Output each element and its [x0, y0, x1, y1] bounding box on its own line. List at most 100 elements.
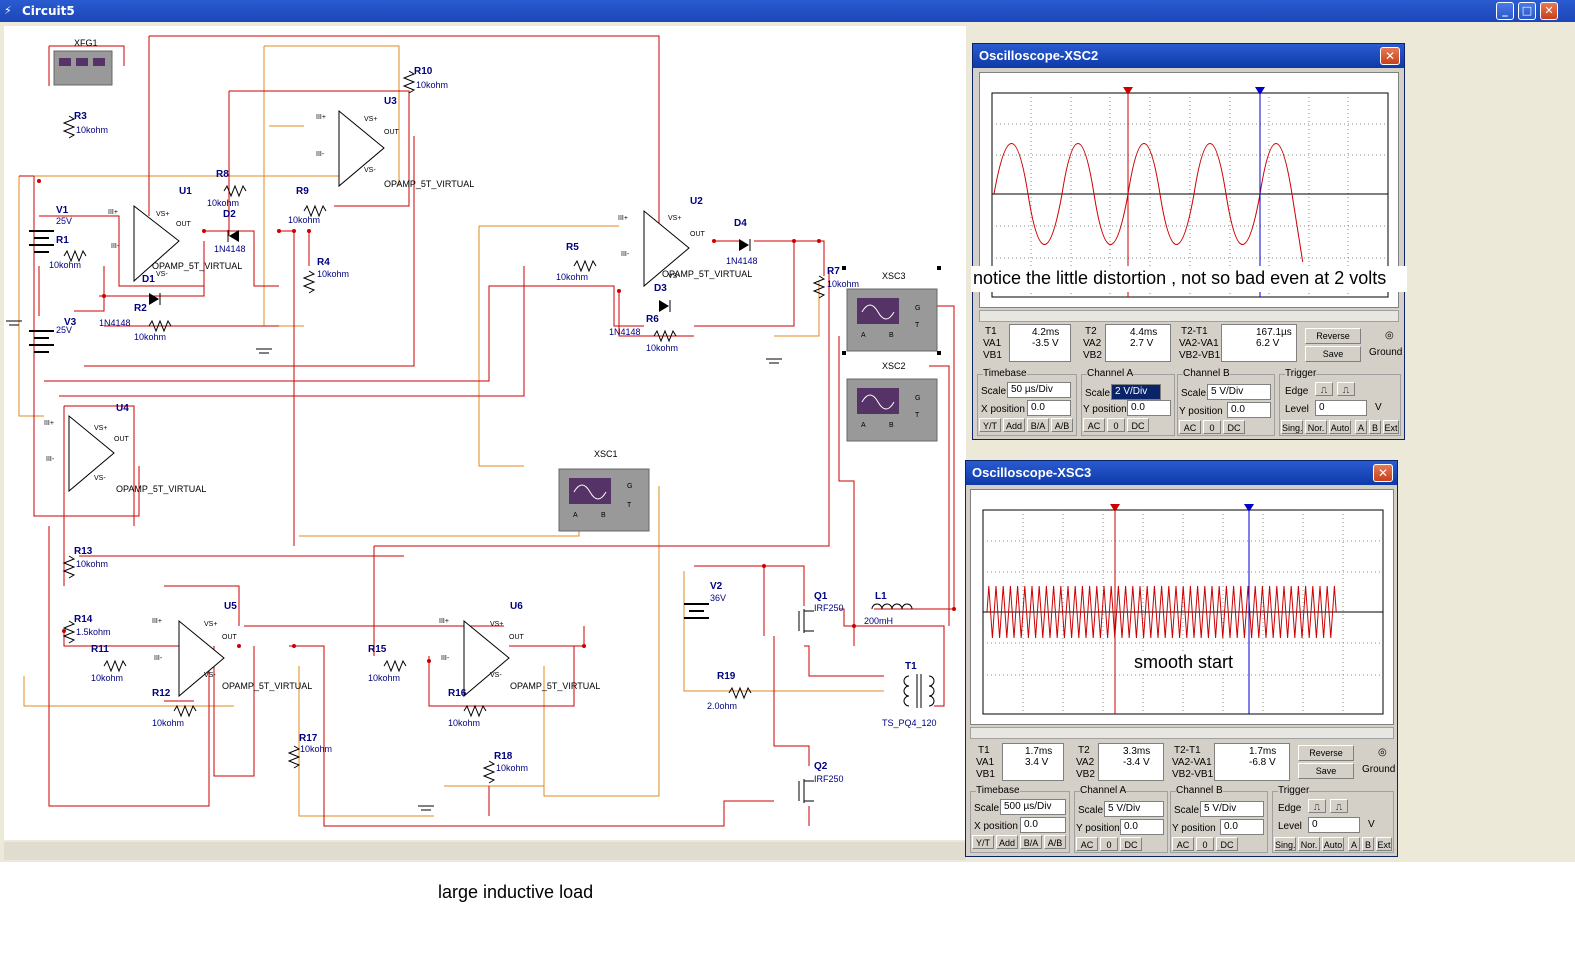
xsc2-timebase-scale-field[interactable]: 50 µs/Div: [1007, 382, 1071, 398]
xsc2-cha-ypos-field[interactable]: 0.0: [1127, 400, 1171, 416]
xsc2-trig-b-button[interactable]: B: [1369, 420, 1381, 434]
xsc3-timebase-scale-field[interactable]: 500 µs/Div: [1000, 799, 1066, 815]
xsc2-scrollbar[interactable]: [979, 310, 1399, 322]
xsc3-edge-label: Edge: [1278, 803, 1302, 814]
xsc2-level-unit: V: [1375, 402, 1382, 413]
horizontal-scrollbar[interactable]: [4, 842, 966, 860]
xsc2-yt-button[interactable]: Y/T: [979, 418, 1001, 432]
svg-text:OPAMP_5T_VIRTUAL: OPAMP_5T_VIRTUAL: [152, 261, 242, 271]
xsc2-ba-button[interactable]: B/A: [1027, 418, 1049, 432]
svg-text:OPAMP_5T_VIRTUAL: OPAMP_5T_VIRTUAL: [116, 484, 206, 494]
xsc3-trig-a-button[interactable]: A: [1348, 837, 1360, 851]
svg-text:10kohm: 10kohm: [207, 198, 239, 208]
xsc3-screen[interactable]: [970, 489, 1394, 725]
xsc2-cha-zero-button[interactable]: 0: [1107, 418, 1125, 432]
xsc2-cha-ac-button[interactable]: AC: [1083, 418, 1105, 432]
xsc2-save-button[interactable]: Save: [1305, 346, 1361, 362]
xsc3-cha-ac-button[interactable]: AC: [1076, 837, 1098, 851]
xsc3-cha-ypos-field[interactable]: 0.0: [1120, 819, 1164, 835]
xsc3-rising-edge-button[interactable]: ⎍: [1308, 799, 1326, 813]
xsc2-chb-zero-button[interactable]: 0: [1203, 420, 1221, 434]
xsc3-auto-button[interactable]: Auto: [1322, 837, 1344, 851]
svg-text:III-: III-: [316, 151, 325, 158]
svg-text:R10: R10: [414, 66, 433, 77]
close-button[interactable]: ✕: [1540, 2, 1558, 20]
xsc3-falling-edge-button[interactable]: ⎍: [1330, 799, 1348, 813]
oscilloscope-xsc2-window[interactable]: Oscilloscope-XSC2 ✕ T1 VA1 VB1 4.2ms-3.5…: [972, 43, 1405, 440]
xsc3-chb-zero-button[interactable]: 0: [1196, 837, 1214, 851]
xsc2-trig-a-button[interactable]: A: [1355, 420, 1367, 434]
svg-text:L1: L1: [875, 591, 887, 602]
xsc2-ab-button[interactable]: A/B: [1051, 418, 1073, 432]
xsc2-sing-button[interactable]: Sing.: [1281, 420, 1303, 434]
xsc2-timebase-label: Timebase: [983, 368, 1027, 379]
xsc3-ba-button[interactable]: B/A: [1020, 835, 1042, 849]
xsc2-chb-scale-field[interactable]: 5 V/Div: [1207, 384, 1271, 400]
xsc3-chb-ac-button[interactable]: AC: [1172, 837, 1194, 851]
xsc3-level-unit: V: [1368, 819, 1375, 830]
xsc3-scrollbar[interactable]: [970, 727, 1394, 739]
svg-text:VS+: VS+: [490, 621, 503, 628]
xsc2-vbdiff-label: VB2-VB1: [1179, 350, 1221, 361]
xsc2-level-field[interactable]: 0: [1315, 400, 1367, 416]
xsc3-sing-button[interactable]: Sing.: [1274, 837, 1296, 851]
xsc3-cha-dc-button[interactable]: DC: [1120, 837, 1142, 851]
schematic-canvas[interactable]: XFG1: [4, 26, 966, 840]
svg-text:III+: III+: [44, 420, 54, 427]
svg-text:A: A: [861, 332, 866, 339]
xsc2-chb-ac-button[interactable]: AC: [1179, 420, 1201, 434]
inductor-transformer: [871, 603, 935, 708]
svg-text:R15: R15: [368, 644, 387, 655]
xsc3-xpos-field[interactable]: 0.0: [1020, 817, 1066, 833]
xsc3-save-button[interactable]: Save: [1298, 763, 1354, 779]
svg-text:U1: U1: [179, 186, 192, 197]
svg-text:R8: R8: [216, 169, 229, 180]
xsc2-nor-button[interactable]: Nor.: [1305, 420, 1327, 434]
svg-text:V2: V2: [710, 581, 723, 592]
xsc3-trig-b-button[interactable]: B: [1362, 837, 1374, 851]
xsc3-nor-button[interactable]: Nor.: [1298, 837, 1320, 851]
xsc3-add-button[interactable]: Add: [996, 835, 1018, 849]
xsc2-chb-ypos-field[interactable]: 0.0: [1227, 402, 1271, 418]
xsc2-rising-edge-button[interactable]: ⎍: [1315, 382, 1333, 396]
xsc3-cha-zero-button[interactable]: 0: [1100, 837, 1118, 851]
minimize-button[interactable]: _: [1496, 2, 1514, 20]
xsc2-title: Oscilloscope-XSC2: [973, 44, 1404, 68]
xsc3-chb-scale-field[interactable]: 5 V/Div: [1200, 801, 1264, 817]
xsc3-ab-button[interactable]: A/B: [1044, 835, 1066, 849]
xsc2-add-button[interactable]: Add: [1003, 418, 1025, 432]
svg-text:B: B: [601, 512, 606, 519]
xsc3-ground-radio[interactable]: ◎: [1378, 747, 1387, 758]
xsc3-diff-readout: 1.7ms-6.8 V: [1214, 743, 1290, 781]
xsc2-falling-edge-button[interactable]: ⎍: [1337, 382, 1355, 396]
xsc2-xpos-field[interactable]: 0.0: [1027, 400, 1071, 416]
svg-text:10kohm: 10kohm: [496, 763, 528, 773]
xsc3-yt-button[interactable]: Y/T: [972, 835, 994, 849]
xsc3-reverse-button[interactable]: Reverse: [1298, 745, 1354, 761]
xsc2-reverse-button[interactable]: Reverse: [1305, 328, 1361, 344]
svg-text:10kohm: 10kohm: [827, 279, 859, 289]
xsc2-cha-dc-button[interactable]: DC: [1127, 418, 1149, 432]
xsc3-cha-scale-field[interactable]: 5 V/Div: [1104, 801, 1164, 817]
xsc2-cha-scale-field[interactable]: 2 V/Div: [1111, 384, 1161, 400]
xsc3-trig-ext-button[interactable]: Ext: [1376, 837, 1392, 851]
svg-text:III-: III-: [154, 655, 163, 662]
xsc2-close-button[interactable]: ✕: [1380, 47, 1400, 65]
xsc2-chb-dc-button[interactable]: DC: [1223, 420, 1245, 434]
svg-text:T: T: [915, 322, 920, 329]
selection-handles: [842, 266, 941, 355]
xsc3-chb-ypos-field[interactable]: 0.0: [1220, 819, 1264, 835]
svg-text:B: B: [889, 422, 894, 429]
xsc2-auto-button[interactable]: Auto: [1329, 420, 1351, 434]
xsc3-close-button[interactable]: ✕: [1373, 464, 1393, 482]
svg-text:OUT: OUT: [222, 634, 238, 641]
xsc2-trig-ext-button[interactable]: Ext: [1383, 420, 1399, 434]
xsc2-ground-radio[interactable]: ◎: [1385, 330, 1394, 341]
xsc3-chb-dc-button[interactable]: DC: [1216, 837, 1238, 851]
xsc3-channel-a-label: Channel A: [1080, 785, 1127, 796]
oscilloscope-icons: [558, 288, 938, 532]
maximize-button[interactable]: □: [1518, 2, 1536, 20]
svg-text:1N4148: 1N4148: [726, 256, 758, 266]
xsc3-level-field[interactable]: 0: [1308, 817, 1360, 833]
